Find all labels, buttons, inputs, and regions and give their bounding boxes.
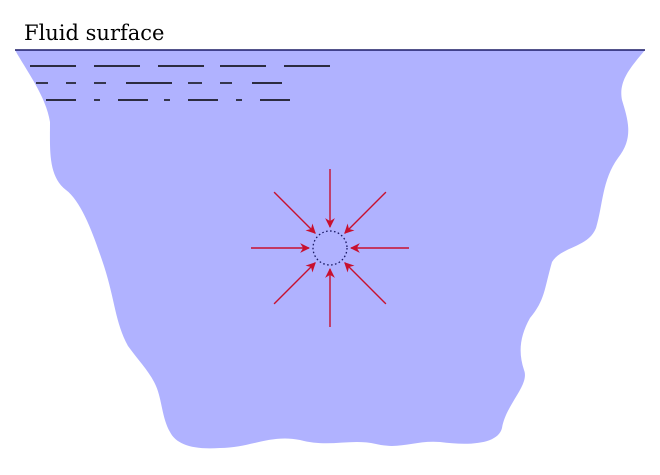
inward-pressure-arrow-icon	[344, 191, 387, 234]
inward-pressure-arrow-icon	[273, 262, 316, 305]
inward-pressure-arrow-icon	[273, 191, 316, 234]
surface-label: Fluid surface	[24, 21, 164, 45]
fluid-element-bubble	[312, 230, 348, 266]
fluid-body	[15, 50, 645, 449]
inward-pressure-arrow-icon	[344, 262, 387, 305]
surface-ripples	[30, 65, 330, 101]
pressure-arrows	[251, 169, 409, 327]
